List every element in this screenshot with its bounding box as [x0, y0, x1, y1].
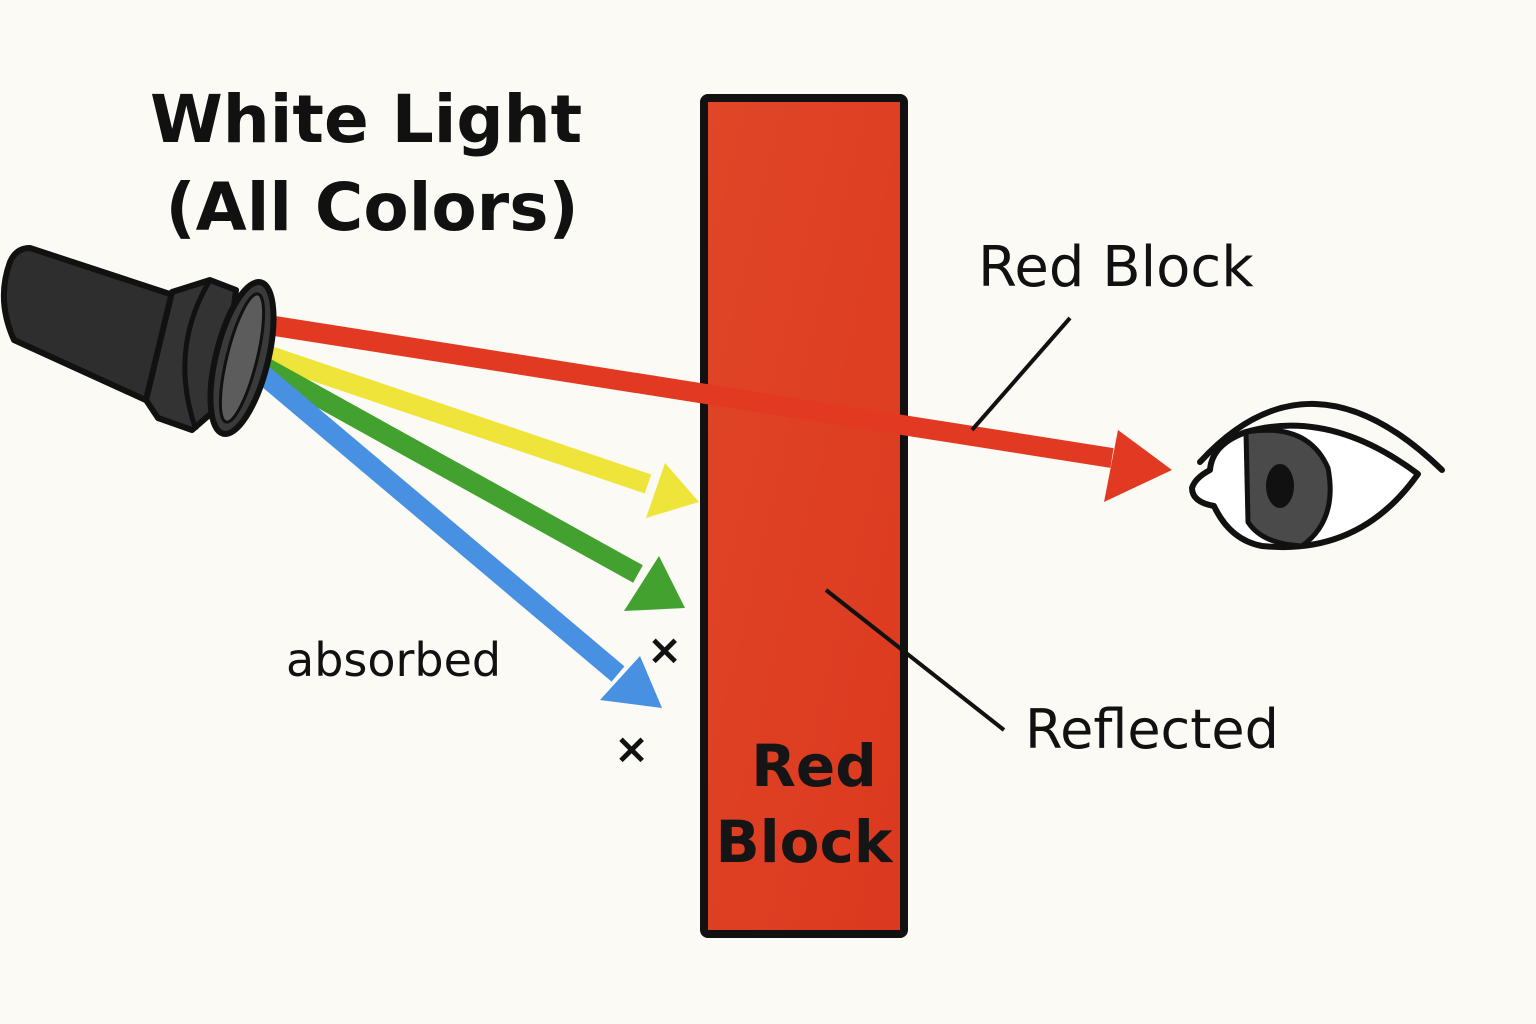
absorbed-x-mark-blue: × — [614, 724, 650, 773]
reflected-pointer-line — [824, 588, 1006, 732]
green-light-ray — [247, 351, 685, 611]
absorbed-label: absorbed — [286, 633, 502, 687]
diagram-title: White Light (All Colors) — [150, 76, 582, 252]
red-block — [700, 94, 908, 938]
title-line-2: (All Colors) — [165, 169, 579, 246]
blue-light-ray — [241, 354, 662, 708]
flashlight-icon — [0, 245, 277, 437]
eye-icon — [1189, 401, 1445, 550]
title-line-1: White Light — [150, 81, 583, 158]
reflected-label: Reflected — [1025, 698, 1279, 761]
red-light-ray — [260, 314, 1172, 502]
red-block-pointer-line — [970, 316, 1072, 432]
block-inside-label: Red Block — [704, 728, 904, 880]
red-block-label: Red Block — [978, 235, 1254, 300]
block-inside-label-line-2: Block — [715, 808, 893, 876]
yellow-light-ray — [254, 342, 699, 518]
block-inside-label-line-1: Red — [751, 732, 877, 800]
absorbed-x-mark-green: × — [647, 625, 683, 674]
